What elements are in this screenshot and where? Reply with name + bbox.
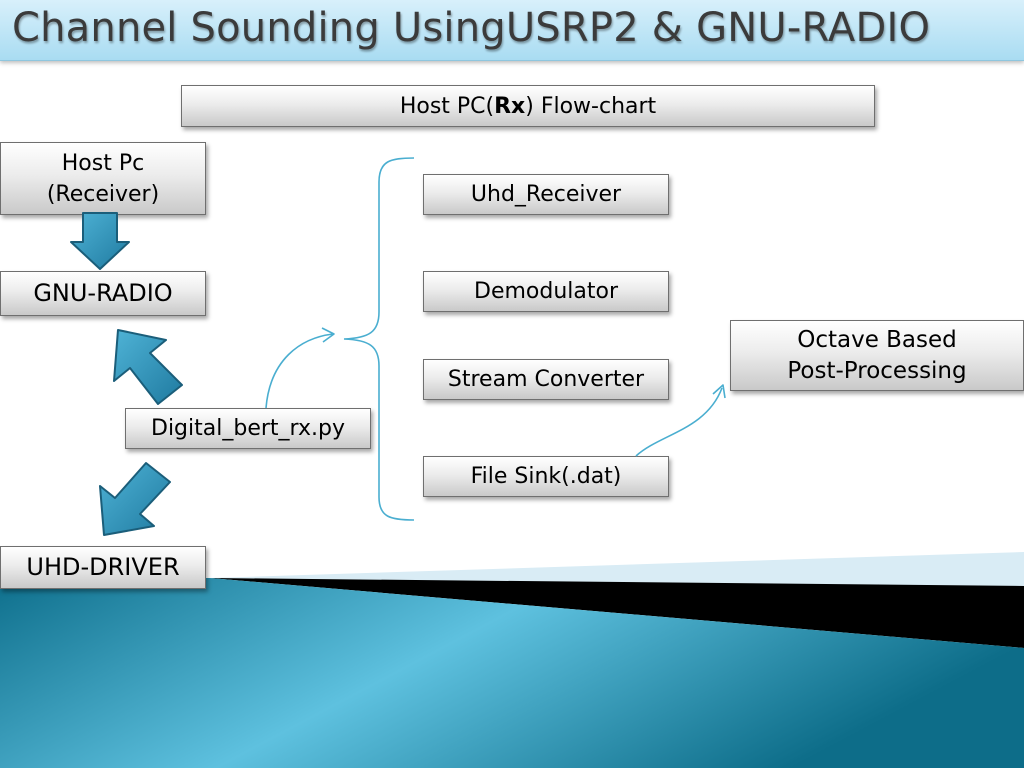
filesink-to-octave-connector xyxy=(635,387,723,457)
uhd-driver-box: UHD-DRIVER xyxy=(0,546,206,589)
flowchart-header: Host PC(Rx) Flow-chart xyxy=(181,85,875,127)
connector-arrowhead-icon xyxy=(321,327,335,343)
script-to-brace-connector xyxy=(265,333,334,409)
down-arrow-icon xyxy=(70,212,130,270)
header-text-after: ) Flow-chart xyxy=(525,93,657,119)
gnu-radio-box: GNU-RADIO xyxy=(0,271,206,316)
header-text-bold: Rx xyxy=(494,93,526,119)
uhd-receiver-block: Uhd_Receiver xyxy=(423,174,669,215)
demodulator-block: Demodulator xyxy=(423,271,669,312)
file-sink-block: File Sink(.dat) xyxy=(423,456,669,497)
connector-arrowhead-icon xyxy=(712,384,726,399)
host-pc-receiver-box: Host Pc (Receiver) xyxy=(0,142,206,215)
stream-converter-block: Stream Converter xyxy=(423,359,669,400)
script-box: Digital_bert_rx.py xyxy=(125,408,371,449)
title-bar: Channel Sounding UsingUSRP2 & GNU-RADIO xyxy=(0,0,1024,61)
host-pc-label: Host Pc xyxy=(61,150,145,176)
group-brace xyxy=(343,157,415,521)
octave-label: Octave Based xyxy=(797,326,957,353)
teal-wave xyxy=(0,578,1024,768)
receiver-label: (Receiver) xyxy=(46,181,160,207)
pale-band xyxy=(210,552,1024,588)
header-text-before: Host PC( xyxy=(399,93,495,119)
slide-title: Channel Sounding UsingUSRP2 & GNU-RADIO xyxy=(12,5,931,51)
post-processing-label: Post-Processing xyxy=(787,357,967,384)
down-left-arrow-icon xyxy=(99,462,171,536)
octave-post-processing-block: Octave Based Post-Processing xyxy=(730,320,1024,391)
up-left-arrow-icon xyxy=(113,329,183,405)
